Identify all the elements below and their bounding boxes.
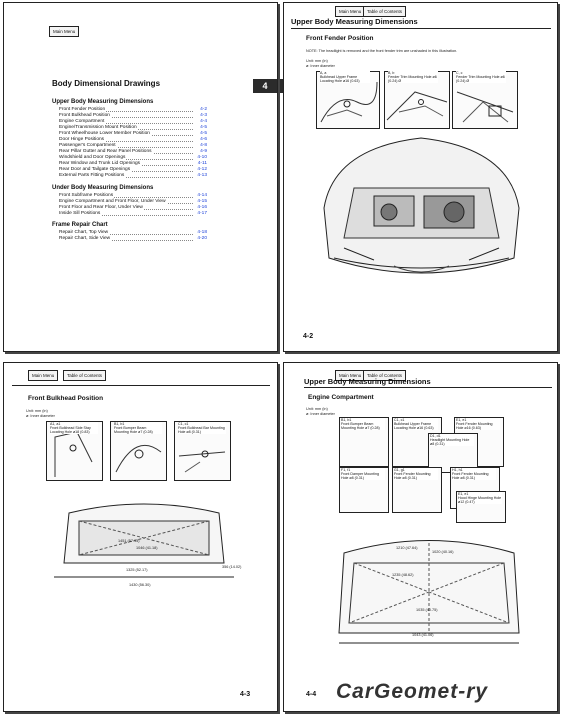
units-diameter: ø: Inner diameter xyxy=(306,64,335,68)
title-rule xyxy=(291,28,551,29)
toc-button[interactable]: Table of Contents xyxy=(363,370,407,381)
main-menu-button[interactable]: Main Menu xyxy=(335,6,366,17)
title-rule xyxy=(12,385,270,386)
note: NOTE: The headlight is removed and the f… xyxy=(306,49,458,53)
main-menu-button[interactable]: Main Menu xyxy=(49,26,80,37)
units-diameter: ø: Inner diameter xyxy=(306,412,335,416)
units: Unit: mm (in) xyxy=(306,407,328,411)
engine-compartment-illustration xyxy=(338,540,520,644)
detail-b-illustration xyxy=(386,91,448,121)
page-number: 4-4 xyxy=(306,691,317,698)
dim-label: 1020 (40.16) xyxy=(432,550,454,554)
page-title: Upper Body Measuring Dimensions xyxy=(304,377,431,386)
main-menu-button[interactable]: Main Menu xyxy=(28,370,59,381)
dim-label: 1043 (41.06) xyxy=(412,633,434,637)
dim-label: 1035 (40.75) xyxy=(416,608,438,612)
dim-label: 1046 (41.18) xyxy=(136,546,158,550)
page-number: 4-2 xyxy=(303,333,314,340)
page-title: Upper Body Measuring Dimensions xyxy=(291,17,418,26)
section-title: Front Bulkhead Position xyxy=(28,395,104,402)
toc-page: Main Menu Body Dimensional Drawings Uppe… xyxy=(3,2,278,352)
dim-label: 1325 (52.17) xyxy=(126,568,148,572)
units: Unit: mm (in) xyxy=(26,409,48,413)
page-4-2: Main Menu Table of Contents Upper Body M… xyxy=(283,2,558,352)
dim-label: 1235 (48.62) xyxy=(392,573,414,577)
dim-label: 356 (14.02) xyxy=(222,565,242,569)
toc-title: Body Dimensional Drawings xyxy=(52,79,161,88)
dim-label: 1210 (47.64) xyxy=(396,546,418,550)
detail-b1-illustration xyxy=(115,444,162,473)
page-4-4: Main Menu Table of Contents Upper Body M… xyxy=(283,362,558,712)
page-4-3: Main Menu Table of Contents Front Bulkhe… xyxy=(3,362,278,712)
bulkhead-illustration xyxy=(54,503,234,578)
title-rule xyxy=(304,387,552,388)
toc-button[interactable]: Table of Contents xyxy=(363,6,407,17)
units-diameter: ø: Inner diameter xyxy=(26,414,55,418)
watermark-logo: CarGeomet-ry xyxy=(336,680,489,703)
page-number: 4-3 xyxy=(240,691,251,698)
detail-c-illustration xyxy=(456,91,514,123)
detail-a1-illustration xyxy=(54,431,93,477)
toc-item[interactable]: Rear Pillar Gutter and Rear Panel Positi… xyxy=(59,149,207,155)
dim-label: 1430 (56.30) xyxy=(129,583,151,587)
toc-group-upper: Upper Body Measuring Dimensions xyxy=(52,99,154,105)
section-title: Front Fender Position xyxy=(306,35,374,42)
toc-group-under: Under Body Measuring Dimensions xyxy=(52,185,154,191)
toc-item[interactable]: Engine Compartment and Front Floor, Unde… xyxy=(59,199,207,205)
section-title: Engine Compartment xyxy=(308,394,374,401)
units: Unit: mm (in) xyxy=(306,59,328,63)
toc-group-frame: Frame Repair Chart xyxy=(52,222,108,228)
detail-a-illustration xyxy=(320,81,378,123)
toc-button[interactable]: Table of Contents xyxy=(63,370,107,381)
detail-c1-illustration xyxy=(178,450,226,473)
section-tab: 4 xyxy=(253,79,277,93)
dim-label: 1451 (57.13) xyxy=(118,539,140,543)
engine-bay-front-illustration xyxy=(323,137,520,274)
